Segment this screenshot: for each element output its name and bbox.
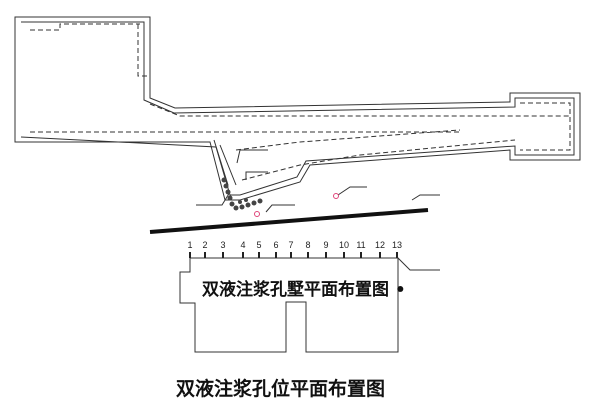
hole-tick <box>307 252 309 258</box>
hole-tick <box>343 252 345 258</box>
lower-plan-outline <box>179 257 399 353</box>
figure-caption: 双液注浆孔位平面布置图 <box>176 378 386 400</box>
hole-number: 8 <box>305 240 310 250</box>
hole-number: 5 <box>256 240 261 250</box>
hole-tick <box>204 252 206 258</box>
hole-number: 11 <box>356 240 365 250</box>
site-inner-outline <box>20 21 575 196</box>
hole-number: 7 <box>288 240 293 250</box>
hole-number: 4 <box>240 240 245 250</box>
hole-tick <box>379 252 381 258</box>
site-outline <box>14 16 581 201</box>
hole-tick <box>396 252 398 258</box>
hole-tick <box>325 252 327 258</box>
hole-tick <box>222 252 224 258</box>
hole-number: 13 <box>392 240 402 250</box>
dashed-boundary <box>30 23 571 181</box>
hole-number: 10 <box>339 240 349 250</box>
hole-number: 9 <box>323 240 328 250</box>
hole-number: 1 <box>187 240 192 250</box>
survey-marker <box>333 193 339 199</box>
inner-drawing-title: 双液注浆孔墅平面布置图 • <box>202 280 406 300</box>
hole-tick <box>275 252 277 258</box>
hole-tick <box>189 252 191 258</box>
hole-tick <box>290 252 292 258</box>
survey-marker <box>254 211 260 217</box>
hole-number: 2 <box>202 240 207 250</box>
hole-tick <box>258 252 260 258</box>
hole-tick <box>360 252 362 258</box>
grout-hole-cluster <box>221 177 263 211</box>
hole-number: 6 <box>273 240 278 250</box>
hole-number: 12 <box>375 240 385 250</box>
hole-tick <box>242 252 244 258</box>
hole-number: 3 <box>220 240 225 250</box>
boundary-line <box>149 208 429 234</box>
